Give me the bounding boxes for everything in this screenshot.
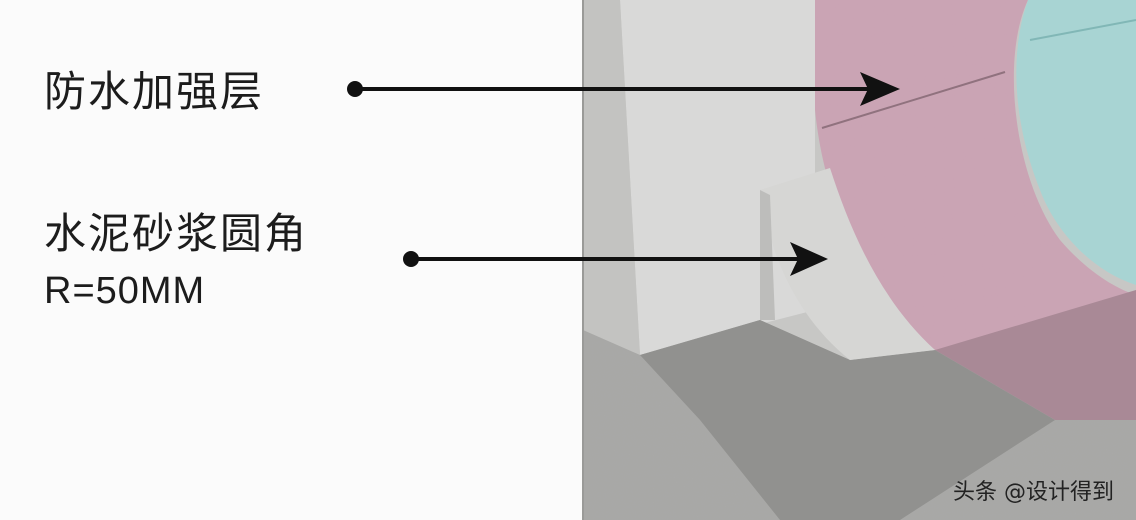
label-radius: R=50MM	[44, 270, 206, 312]
pointer-arrow-icon	[790, 242, 828, 276]
pipe-highlight	[1029, 19, 1136, 41]
pipe	[1016, 0, 1136, 285]
waterproof-layer-lower	[935, 290, 1136, 420]
label-waterproof-layer: 防水加强层	[44, 67, 265, 116]
pointer-arrow-icon	[860, 72, 900, 106]
watermark: 头条 @设计得到	[953, 480, 1114, 505]
floor-shadow	[640, 320, 1055, 520]
layer-seam	[821, 71, 1006, 129]
mortar-fillet	[760, 168, 935, 360]
mortar-fillet-side	[760, 190, 775, 320]
label-mortar-fillet: 水泥砂浆圆角	[44, 209, 309, 258]
